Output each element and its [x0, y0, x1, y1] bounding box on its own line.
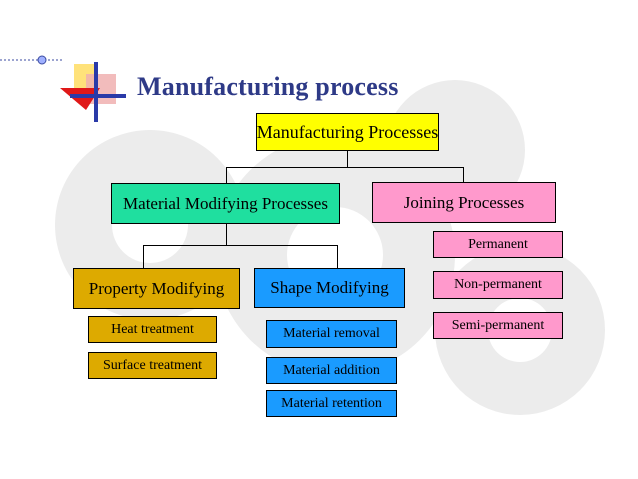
- dotted-rule: [0, 55, 62, 65]
- joining-item-non-permanent: Non-permanent: [433, 271, 563, 299]
- joining-item-permanent: Permanent: [433, 231, 563, 258]
- shape-item-material-removal: Material removal: [266, 320, 397, 348]
- shape-modifying-node: Shape Modifying: [254, 268, 405, 308]
- connector: [337, 245, 338, 268]
- property-item-heat-treatment: Heat treatment: [88, 316, 217, 343]
- shape-item-material-addition: Material addition: [266, 357, 397, 384]
- root-node: Manufacturing Processes: [256, 113, 439, 151]
- connector: [226, 224, 227, 245]
- connector: [226, 167, 464, 168]
- joining-node: Joining Processes: [372, 182, 556, 223]
- shape-item-material-retention: Material retention: [266, 390, 397, 417]
- slide-title: Manufacturing process: [137, 72, 399, 101]
- connector: [143, 245, 144, 268]
- connector: [463, 167, 464, 182]
- connector: [226, 167, 227, 183]
- property-item-surface-treatment: Surface treatment: [88, 352, 217, 379]
- connector: [347, 151, 348, 167]
- connector: [143, 245, 338, 246]
- corner-logo: [60, 62, 126, 122]
- property-modifying-node: Property Modifying: [73, 268, 240, 309]
- material-modifying-node: Material Modifying Processes: [111, 183, 340, 224]
- joining-item-semi-permanent: Semi-permanent: [433, 312, 563, 339]
